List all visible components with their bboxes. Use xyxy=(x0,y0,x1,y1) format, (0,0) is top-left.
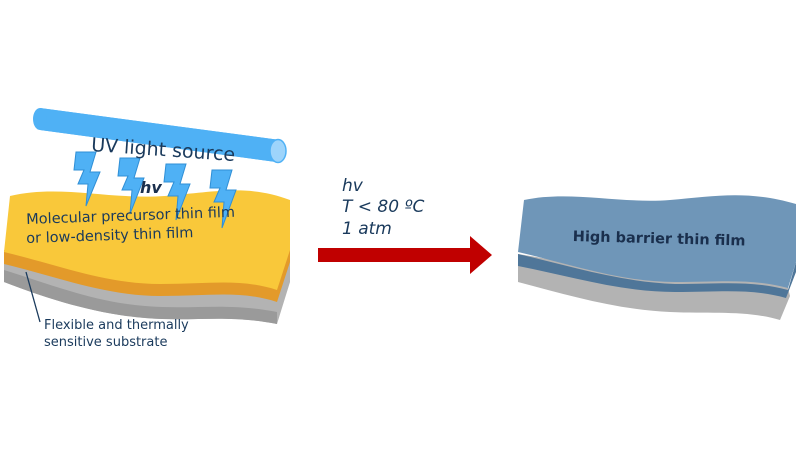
lightning-bolt-3 xyxy=(163,163,191,221)
condition-hv: hv xyxy=(342,176,363,196)
precursor-film xyxy=(4,190,290,290)
hv-label: hv xyxy=(140,178,162,197)
substrate-label-line2: sensitive substrate xyxy=(44,335,168,350)
precursor-film-edge xyxy=(4,248,290,302)
result-barrier-edge xyxy=(518,254,796,298)
process-arrow xyxy=(318,236,492,274)
uv-tube-start-cap xyxy=(33,108,47,130)
substrate-shade xyxy=(4,270,277,324)
lightning-bolt-2 xyxy=(117,157,145,215)
uv-tube-body xyxy=(40,108,280,162)
condition-temperature: T < 80 ºC xyxy=(342,197,425,217)
lightning-bolt-4 xyxy=(209,169,237,229)
lightning-bolt-1 xyxy=(73,151,101,207)
uv-tube-end-cap xyxy=(269,138,287,164)
condition-pressure: 1 atm xyxy=(342,219,392,239)
substrate-leader-line xyxy=(25,271,41,323)
result-barrier-film xyxy=(518,195,796,288)
substrate-label-line1: Flexible and thermally xyxy=(44,318,189,333)
